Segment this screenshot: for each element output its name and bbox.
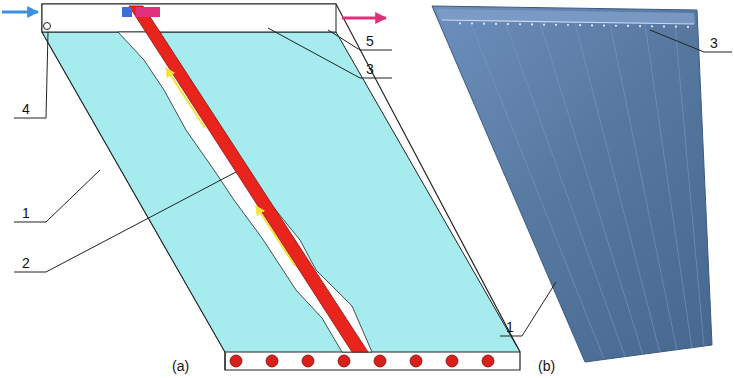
header-dot: [591, 24, 593, 26]
header-dot: [687, 26, 689, 28]
header-dot: [507, 23, 509, 25]
leader-lines: [14, 28, 392, 272]
header-dot: [627, 25, 629, 27]
header-dot: [567, 24, 569, 26]
subfigure-label: (a): [172, 358, 189, 374]
header-dot: [495, 23, 497, 25]
header-dot: [531, 23, 533, 25]
header-dot: [483, 23, 485, 25]
header-dot: [555, 24, 557, 26]
header-dot: [543, 24, 545, 26]
callout-number: 1: [506, 319, 514, 335]
subfigure-label: (b): [538, 358, 555, 374]
header-dot: [603, 24, 605, 26]
header-dot: [651, 25, 653, 27]
header-dot: [675, 26, 677, 28]
leader-lines-b: [500, 30, 732, 336]
header-dot: [579, 24, 581, 26]
header-dot: [471, 22, 473, 24]
collector-a: [2, 4, 520, 370]
header-dot: [459, 22, 461, 24]
header-dot: [615, 25, 617, 27]
header-dot: [519, 23, 521, 25]
callout-number: 1: [22, 205, 30, 221]
header-dot: [639, 25, 641, 27]
callout-number: 3: [366, 61, 374, 77]
callout-number: 4: [22, 101, 30, 117]
collector-b: [432, 6, 712, 362]
callout-number: 2: [22, 255, 30, 271]
callout-number: 5: [366, 33, 374, 49]
callout-number: 3: [710, 35, 718, 51]
header-dot: [663, 25, 665, 27]
